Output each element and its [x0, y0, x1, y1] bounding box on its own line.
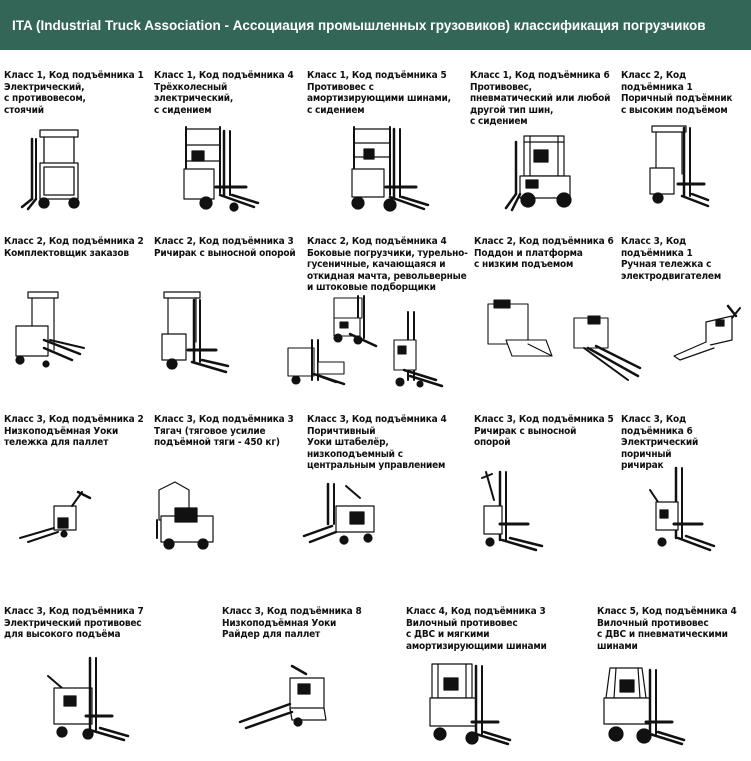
- page-title: ITA (Industrial Truck Association - Ассо…: [0, 0, 751, 50]
- card-description: Противовес, пневматический или любой дру…: [470, 81, 611, 128]
- card-title: Класс 2, Код подъёмника 2: [4, 236, 144, 247]
- card-description: Электрический поричный ричирак: [621, 437, 699, 471]
- card-title: Класс 3, Код подъёмника 5: [474, 414, 614, 425]
- tow-tractor-illustration: [156, 481, 214, 550]
- card-class4-code3: Класс 4, Код подъёмника 3 Вилочный проти…: [406, 606, 586, 652]
- card-description: Низкоподъёмная Уоки тележка для паллет: [4, 425, 119, 449]
- card-class3-code6: Класс 3, Код подъёмника 6 Электрический …: [621, 414, 751, 472]
- ic-pneumatic-tire-forklift-illustration: [603, 667, 686, 746]
- card-class3-code1: Класс 3, Код подъёмника 1 Ручная тележка…: [621, 236, 751, 282]
- card-class1-code5: Класс 1, Код подъёмника 5 Противовес с а…: [307, 70, 469, 116]
- card-title: Класс 1, Код подъёмника 4: [154, 70, 294, 81]
- motorized-hand-truck-illustration: [673, 304, 741, 361]
- card-title: Класс 3, Код подъёмника 2: [4, 414, 144, 425]
- low-lift-pallet-platform-trucks-illustration: [487, 299, 642, 381]
- card-title: Класс 3, Код подъёмника 7: [4, 606, 144, 617]
- card-class3-code4: Класс 3, Код подъёмника 4 Поричтивный Уо…: [307, 414, 472, 472]
- card-description: Комплектовщик заказов: [4, 247, 129, 259]
- card-class2-code4: Класс 2, Код подъёмника 4 Боковые погруз…: [307, 236, 472, 294]
- card-description: Ричирак с выносной опорой: [474, 425, 577, 449]
- ic-cushion-tire-forklift-illustration: [429, 663, 512, 746]
- walkie-rider-pallet-truck-illustration: [238, 664, 327, 730]
- card-class1-code6: Класс 1, Код подъёмника 6 Противовес, пн…: [470, 70, 620, 128]
- card-title: Класс 3, Код подъёмника 3: [154, 414, 294, 425]
- card-description: Боковые погрузчики, турельно- гусеничные…: [307, 247, 468, 294]
- side-loader-turret-trucks-illustration: [287, 295, 444, 388]
- card-title: Класс 3, Код подъёмника 8: [222, 606, 362, 617]
- card-class5-code4: Класс 5, Код подъёмника 4 Вилочный проти…: [597, 606, 751, 652]
- card-description: Вилочный противовес с ДВС и пневматическ…: [597, 617, 728, 652]
- cushion-tire-counterbalance-truck-illustration: [351, 126, 430, 212]
- walkie-stacker-illustration: [302, 482, 375, 545]
- stand-up-counterbalance-truck-illustration: [20, 129, 80, 211]
- card-class2-code1: Класс 2, Код подъёмника 1 Поричный подъё…: [621, 70, 751, 116]
- electric-walkie-reach-truck-illustration: [649, 466, 716, 552]
- card-description: Поричный подъёмник с высоким подъёмом: [621, 93, 733, 116]
- card-class3-code7: Класс 3, Код подъёмника 7 Электрический …: [4, 606, 204, 641]
- card-class3-code8: Класс 3, Код подъёмника 8 Низкоподъёмная…: [222, 606, 402, 641]
- card-title: Класс 1, Код подъёмника 1: [4, 70, 144, 81]
- card-description: Противовес с амортизирующими шинами, с с…: [307, 81, 451, 116]
- card-description: Электрический, с противовесом, стоячий: [4, 81, 86, 116]
- outrigger-reach-truck-illustration: [161, 291, 230, 374]
- card-title: Класс 1, Код подъёмника 6: [470, 70, 610, 81]
- card-title: Класс 2, Код подъёмника 3: [154, 236, 294, 247]
- card-title: Класс 3, Код подъёмника 6: [621, 414, 693, 437]
- high-lift-reach-truck-illustration: [649, 125, 710, 208]
- three-wheel-electric-truck-illustration: [183, 126, 260, 212]
- card-class1-code4: Класс 1, Код подъёмника 4 Трёхколесный э…: [154, 70, 304, 116]
- card-class3-code5: Класс 3, Код подъёмника 5 Ричирак с выно…: [474, 414, 619, 449]
- card-class1-code1: Класс 1, Код подъёмника 1 Электрический,…: [4, 70, 154, 116]
- card-description: Поддон и платформа с низким подъемом: [474, 247, 583, 271]
- card-class3-code3: Класс 3, Код подъёмника 3 Тягач (тяговое…: [154, 414, 304, 449]
- card-title: Класс 3, Код подъёмника 1: [621, 236, 693, 259]
- card-title: Класс 1, Код подъёмника 5: [307, 70, 447, 81]
- card-class3-code2: Класс 3, Код подъёмника 2 Низкоподъёмная…: [4, 414, 154, 449]
- card-description: Трёхколесный электрический, с сидением: [154, 81, 234, 116]
- card-description: Вилочный противовес с ДВС и мягкими амор…: [406, 617, 547, 652]
- card-class2-code3: Класс 2, Код подъёмника 3 Ричирак с выно…: [154, 236, 304, 259]
- card-description: Тягач (тяговое усилие подъёмной тяги - 4…: [154, 425, 280, 449]
- walkie-counterbalance-high-lift-illustration: [47, 656, 130, 742]
- walkie-low-lift-pallet-truck-illustration: [19, 490, 92, 543]
- card-description: Ручная тележка с электродвигателем: [621, 259, 721, 282]
- card-title: Класс 2, Код подъёмника 4: [307, 236, 447, 247]
- walkie-reach-stacker-illustration: [481, 470, 544, 552]
- pneumatic-counterbalance-truck-illustration: [504, 135, 572, 212]
- card-title: Класс 2, Код подъёмника 6: [474, 236, 614, 247]
- card-description: Ричирак с выносной опорой: [154, 247, 296, 259]
- card-description: Низкоподъёмная Уоки Райдер для паллет: [222, 617, 337, 641]
- card-class2-code6: Класс 2, Код подъёмника 6 Поддон и платф…: [474, 236, 619, 271]
- card-class2-code2: Класс 2, Код подъёмника 2 Комплектовщик …: [4, 236, 154, 259]
- card-title: Класс 4, Код подъёмника 3: [406, 606, 546, 617]
- order-picker-illustration: [15, 291, 85, 368]
- card-title: Класс 5, Код подъёмника 4: [597, 606, 737, 617]
- card-description: Электрический противовес для высокого по…: [4, 617, 142, 641]
- card-description: Поричтивный Уоки штабелёр, низкоподъемны…: [307, 425, 446, 472]
- card-title: Класс 2, Код подъёмника 1: [621, 70, 693, 93]
- card-title: Класс 3, Код подъёмника 4: [307, 414, 447, 425]
